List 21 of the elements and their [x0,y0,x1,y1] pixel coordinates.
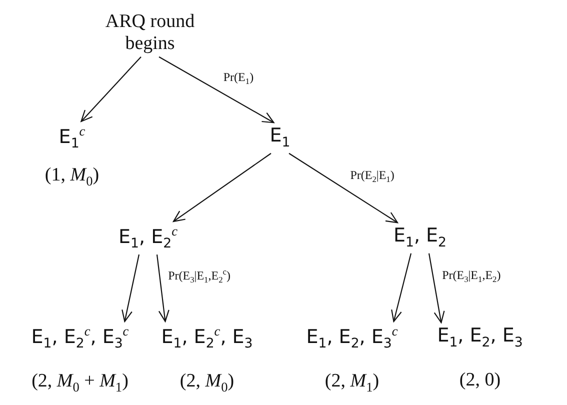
edge-label: Pr(E$_{1}$) [222,70,255,86]
outcome-label: (2, 0) [459,369,501,392]
arrow [428,253,445,324]
outcome-label: (1, M$_{0}$) [44,164,100,190]
arrow [158,56,274,124]
state-label: E$_{1}$, E$_{2}$, E$_{3}$ [437,324,523,352]
state-label: E$_{1}$, E$_{2}$ [393,224,447,252]
state-label: E$_{1}$, E$_{2}$$^{c}$, E$_{3}$ [161,323,253,353]
start-label: ARQ round begins [104,11,196,55]
outcome-label: (2, M$_{1}$) [324,370,380,396]
arrow [122,254,140,322]
arrow [391,253,412,322]
state-label: E$_{1}$ [270,124,290,152]
edge-label: Pr(E$_{3}$|E$_{1}$,E$_{2}$) [441,268,502,284]
arrow [172,152,272,222]
arrow [288,152,398,224]
outcome-label: (2, M$_{0}$) [180,370,234,396]
outcome-label: (2, M$_{0}$ + M$_{1}$) [32,370,128,396]
edge-label: Pr(E$_{2}$|E$_{1}$) [349,168,396,184]
arrow [80,56,142,122]
arrow [156,254,170,322]
